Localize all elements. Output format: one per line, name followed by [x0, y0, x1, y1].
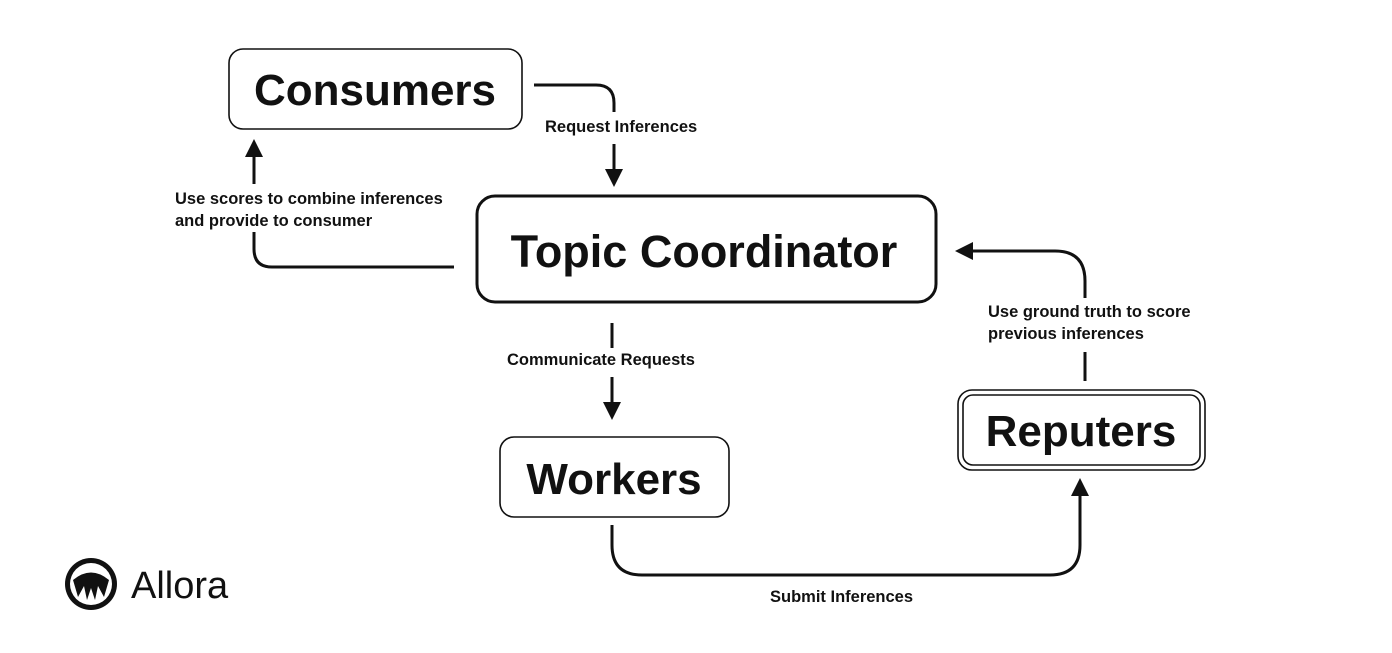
use-scores-connector	[252, 232, 454, 269]
reputers-node: Reputers	[957, 389, 1206, 471]
workers-label: Workers	[526, 455, 701, 504]
consumers-node: Consumers	[228, 48, 523, 130]
edge-ground-truth: Use ground truth to score previous infer…	[955, 242, 1191, 381]
workers-box	[499, 436, 730, 518]
reputers-label: Reputers	[986, 407, 1177, 456]
communicate-requests-label: Communicate Requests	[507, 351, 695, 369]
request-inferences-label: Request Inferences	[545, 118, 697, 136]
request-inferences-connector	[534, 83, 616, 112]
allora-logo-icon	[65, 558, 117, 610]
submit-inferences-label: Submit Inferences	[770, 588, 913, 606]
reputers-inner-box	[962, 394, 1201, 466]
edge-request-inferences: Request Inferences	[534, 83, 697, 187]
use-scores-label-line1: Use scores to combine inferences	[175, 190, 443, 208]
allora-wordmark: Allora	[131, 565, 229, 607]
ground-truth-arrow	[955, 242, 1087, 298]
workers-node: Workers	[499, 436, 730, 518]
edge-communicate-requests: Communicate Requests	[507, 323, 695, 420]
ground-truth-label-line2: previous inferences	[988, 325, 1144, 343]
edge-use-scores: Use scores to combine inferences and pro…	[175, 139, 454, 269]
allora-brand: Allora	[65, 558, 229, 610]
topic-coordinator-node: Topic Coordinator	[475, 194, 938, 304]
edge-submit-inferences: Submit Inferences	[610, 478, 1089, 606]
topic-coordinator-box	[475, 194, 938, 304]
topic-coordinator-label: Topic Coordinator	[511, 226, 898, 277]
consumers-label: Consumers	[254, 66, 496, 115]
consumers-box	[228, 48, 523, 130]
submit-inferences-arrow	[610, 478, 1089, 577]
use-scores-label-line2: and provide to consumer	[175, 212, 373, 230]
ground-truth-label-line1: Use ground truth to score	[988, 303, 1191, 321]
